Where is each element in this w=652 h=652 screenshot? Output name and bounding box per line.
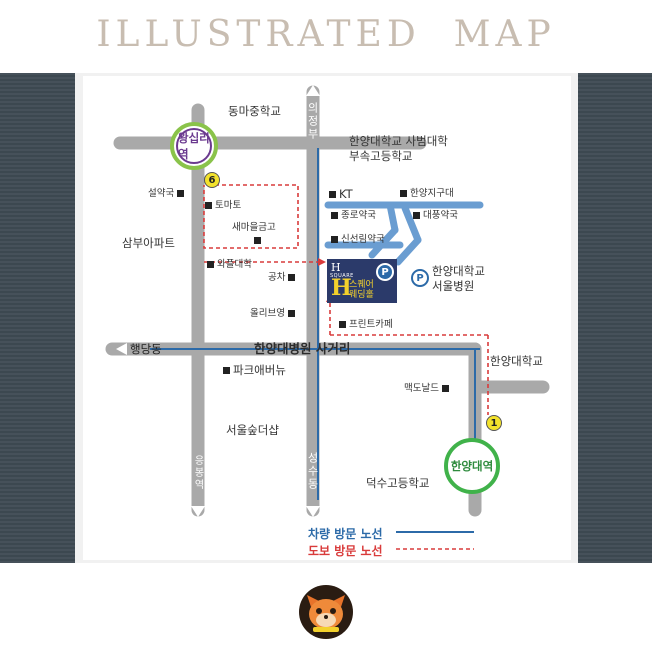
station-hanyang[interactable]: 한양대역 bbox=[444, 438, 500, 494]
label-hanyang-branch: 한양지구대 bbox=[397, 188, 454, 200]
label-mcdonalds: 맥도날드 bbox=[404, 383, 452, 395]
oliveyoung-text: 올리브영 bbox=[250, 308, 285, 319]
label-oliveyoung: 올리브영 bbox=[250, 308, 298, 320]
marker-icon bbox=[339, 321, 346, 328]
arrow-left bbox=[116, 343, 127, 355]
label-kt: KT bbox=[326, 188, 353, 200]
marker-icon bbox=[329, 191, 336, 198]
exit-1-badge: 1 bbox=[486, 415, 502, 431]
side-streets bbox=[324, 201, 484, 266]
tomato-text: 토마토 bbox=[215, 200, 242, 211]
label-printcafe: 프린트카페 bbox=[336, 319, 393, 331]
marker-icon bbox=[205, 202, 212, 209]
jongno-text: 종로약국 bbox=[341, 210, 376, 221]
hanyang-branch-text: 한양지구대 bbox=[410, 188, 454, 199]
label-seolyakguk: 설약국 bbox=[148, 188, 187, 200]
label-hanyang-hospital: 한양대학교 서울병원 bbox=[432, 264, 485, 293]
marker-icon bbox=[177, 190, 185, 197]
label-daepung-pharmacy: 대풍약국 bbox=[410, 210, 458, 222]
gongcha-text: 공차 bbox=[268, 272, 286, 283]
kt-text: KT bbox=[339, 187, 353, 201]
venue-name: 스퀘어 웨딩홀 bbox=[349, 280, 374, 300]
marker-icon bbox=[207, 261, 214, 268]
page-title: ILLUSTRATED MAP bbox=[96, 14, 556, 55]
arrow-down-main bbox=[306, 506, 320, 517]
mascot-logo bbox=[299, 585, 353, 639]
station-wangsimni-label: 왕십리역 bbox=[176, 128, 212, 164]
marker-icon bbox=[223, 367, 230, 374]
park-avenue-text: 파크애버뉴 bbox=[233, 363, 286, 377]
label-waffle: 와플대학 bbox=[204, 259, 252, 271]
waffle-text: 와플대학 bbox=[217, 259, 252, 270]
label-hanyang-univ: 한양대학교 bbox=[490, 354, 543, 368]
label-hanyang-attached-high: 한양대학교 사범대학 부속고등학교 bbox=[349, 134, 448, 163]
marker-icon bbox=[331, 236, 338, 243]
label-park-avenue: 파크애버뉴 bbox=[220, 364, 286, 376]
marker-icon bbox=[288, 274, 296, 281]
station-hanyang-label: 한양대역 bbox=[450, 459, 494, 473]
label-jongno-pharmacy: 종로약국 bbox=[328, 210, 376, 222]
sinseonglim-text: 신선림약국 bbox=[341, 234, 385, 245]
label-tomato: 토마토 bbox=[202, 200, 241, 212]
daepung-text: 대풍약국 bbox=[423, 210, 458, 221]
marker-icon bbox=[400, 190, 407, 197]
arrow-down-left bbox=[191, 506, 205, 517]
marker-saemaeul bbox=[251, 235, 264, 247]
printcafe-text: 프린트카페 bbox=[349, 319, 393, 330]
label-duksu-high: 덕수고등학교 bbox=[366, 476, 430, 490]
legend-walk: 도보 방문 노선 bbox=[308, 544, 383, 558]
marker-icon bbox=[331, 212, 338, 219]
label-gongcha: 공차 bbox=[268, 272, 298, 284]
venue-brand-top: H bbox=[331, 261, 341, 274]
venue-brand-sub: SQUARE bbox=[330, 273, 354, 279]
label-eungbongyeok: 응봉역 bbox=[192, 455, 203, 491]
parking-icon-hospital: P bbox=[411, 269, 429, 287]
arrow-up bbox=[306, 85, 320, 96]
marker-icon bbox=[441, 385, 449, 392]
parking-icon: P bbox=[376, 263, 394, 281]
station-wangsimni[interactable]: 왕십리역 bbox=[170, 122, 218, 170]
label-uijeongbu: 의정부 bbox=[306, 102, 319, 141]
legend-car: 차량 방문 노선 bbox=[308, 527, 383, 541]
seolyakguk-text: 설약국 bbox=[148, 188, 175, 199]
label-seoul-forest: 서울숲더샵 bbox=[226, 423, 279, 437]
label-haengdang: 행당동 bbox=[130, 342, 162, 356]
marker-icon bbox=[287, 310, 295, 317]
label-dongma-middle: 동마중학교 bbox=[228, 104, 281, 118]
label-seongsudong: 성수동 bbox=[306, 452, 319, 491]
venue-brand-big: H bbox=[331, 275, 352, 301]
road-arrows bbox=[116, 85, 320, 517]
label-sambu-apt: 삼부아파트 bbox=[122, 236, 175, 250]
label-saemaeul: 새마을금고 bbox=[232, 222, 276, 233]
marker-icon bbox=[413, 212, 420, 219]
label-sinseonglim-pharmacy: 신선림약국 bbox=[328, 234, 385, 246]
marker-icon bbox=[254, 237, 261, 244]
exit-6-badge: 6 bbox=[204, 172, 220, 188]
label-main-crossroad: 한양대병원 사거리 bbox=[254, 341, 351, 356]
mcdonalds-text: 맥도날드 bbox=[404, 383, 439, 394]
walk-route bbox=[203, 184, 489, 415]
